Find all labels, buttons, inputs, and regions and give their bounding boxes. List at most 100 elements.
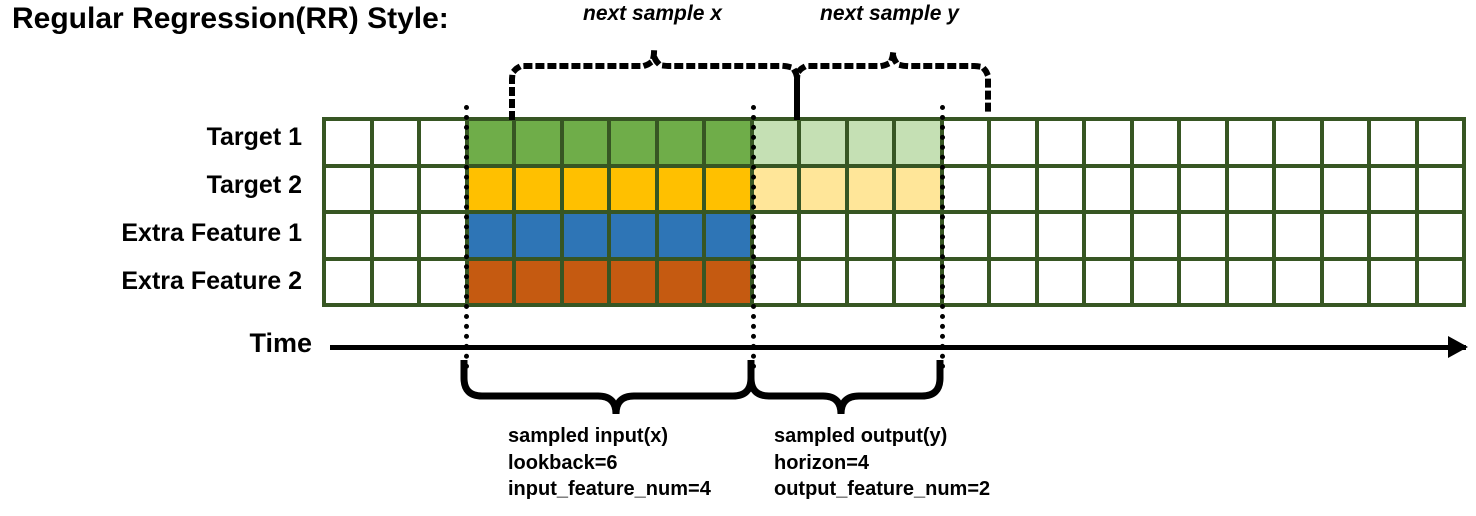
time-axis-line — [330, 345, 1466, 350]
grid-cell-input — [563, 260, 607, 303]
grid-cell-input — [658, 121, 702, 164]
caption-input-line2: lookback=6 — [508, 451, 618, 474]
grid-cell-empty — [373, 121, 417, 164]
page-title: Regular Regression(RR) Style: — [12, 2, 449, 35]
grid-cell-output — [801, 121, 845, 164]
grid-cell-input — [658, 260, 702, 303]
grid-cell-input — [516, 260, 560, 303]
time-axis-arrow-icon — [1448, 336, 1468, 358]
grid-cell-empty — [943, 260, 987, 303]
grid-cell-empty — [1228, 121, 1272, 164]
grid-cell-empty — [896, 214, 940, 257]
grid-cell-empty — [1228, 214, 1272, 257]
caption-sampled-output: sampled output(y) horizon=4 output_featu… — [774, 423, 990, 503]
grid-cell-empty — [373, 214, 417, 257]
grid-cell-input — [706, 260, 750, 303]
caption-input-line3: input_feature_num=4 — [508, 478, 711, 501]
grid-cell-output — [848, 167, 892, 210]
grid-cell-empty — [1133, 121, 1177, 164]
time-axis-label: Time — [249, 328, 312, 358]
row-label-extra-feature-1: Extra Feature 1 — [121, 219, 302, 247]
guide-line-output-end — [940, 105, 945, 369]
top-brace-next-sample-y — [794, 51, 991, 120]
bottom-brace-sampled-output — [747, 360, 944, 415]
grid-cell-empty — [326, 167, 370, 210]
grid-cell-input — [611, 260, 655, 303]
row-label-target-1: Target 1 — [206, 123, 302, 151]
grid-cell-input — [516, 167, 560, 210]
grid-cell-empty — [1276, 260, 1320, 303]
grid-cell-input — [468, 167, 512, 210]
grid-cell-input — [563, 121, 607, 164]
grid-cell-input — [706, 167, 750, 210]
grid-cell-empty — [848, 214, 892, 257]
grid-cell-empty — [1228, 260, 1272, 303]
grid-cell-output — [753, 121, 797, 164]
grid-cell-empty — [1276, 214, 1320, 257]
grid-cell-empty — [1181, 214, 1225, 257]
grid-cell-empty — [943, 214, 987, 257]
grid-cell-empty — [1323, 121, 1367, 164]
grid-cell-empty — [1418, 121, 1462, 164]
grid-cell-empty — [991, 260, 1035, 303]
next-sample-y-label: next sample y — [820, 2, 959, 25]
grid-cell-output — [896, 167, 940, 210]
grid-cell-input — [611, 214, 655, 257]
grid-cell-empty — [943, 167, 987, 210]
grid-cell-empty — [1371, 121, 1415, 164]
grid-cell-empty — [1323, 214, 1367, 257]
grid-cell-input — [658, 167, 702, 210]
caption-output-line2: horizon=4 — [774, 451, 870, 474]
grid-cell-empty — [326, 260, 370, 303]
grid-cell-input — [658, 214, 702, 257]
grid-cell-empty — [373, 260, 417, 303]
grid-cell-empty — [326, 214, 370, 257]
grid-cell-empty — [1086, 167, 1130, 210]
grid-cell-empty — [1371, 167, 1415, 210]
grid-cell-empty — [801, 214, 845, 257]
grid-cell-input — [468, 260, 512, 303]
grid-cell-empty — [1323, 167, 1367, 210]
grid-cell-empty — [896, 260, 940, 303]
grid-cell-empty — [753, 214, 797, 257]
grid-cell-empty — [421, 260, 465, 303]
caption-output-line3: output_feature_num=2 — [774, 478, 991, 501]
grid-cell-empty — [1181, 167, 1225, 210]
grid-cell-empty — [1418, 214, 1462, 257]
grid-cell-empty — [1086, 121, 1130, 164]
grid-cell-empty — [1371, 260, 1415, 303]
grid-cell-empty — [943, 121, 987, 164]
grid-cell-empty — [848, 260, 892, 303]
grid-cell-empty — [1276, 167, 1320, 210]
grid-cell-empty — [1181, 260, 1225, 303]
grid-cell-empty — [1133, 167, 1177, 210]
grid-cell-empty — [326, 121, 370, 164]
grid-cell-empty — [421, 121, 465, 164]
grid-cell-input — [611, 121, 655, 164]
grid-cell-empty — [421, 167, 465, 210]
grid-cell-empty — [1418, 260, 1462, 303]
grid-cell-output — [753, 167, 797, 210]
grid-cell-input — [468, 214, 512, 257]
caption-input-line1: sampled input(x) — [508, 425, 669, 447]
grid-cell-empty — [1323, 260, 1367, 303]
grid-cell-empty — [1038, 260, 1082, 303]
grid-cell-input — [563, 167, 607, 210]
guide-line-input-end — [751, 105, 756, 369]
grid-cell-empty — [1181, 121, 1225, 164]
grid-cell-empty — [373, 167, 417, 210]
grid-cell-input — [516, 121, 560, 164]
row-label-extra-feature-2: Extra Feature 2 — [121, 267, 302, 295]
grid-cell-empty — [1038, 121, 1082, 164]
grid-cell-output — [896, 121, 940, 164]
grid-cell-empty — [1133, 260, 1177, 303]
caption-output-line1: sampled output(y) — [774, 425, 948, 447]
grid-cell-empty — [1371, 214, 1415, 257]
grid-cell-empty — [1086, 214, 1130, 257]
grid-cell-empty — [1038, 167, 1082, 210]
grid-cell-empty — [991, 214, 1035, 257]
next-sample-x-label: next sample x — [583, 2, 722, 25]
grid-cell-input — [516, 214, 560, 257]
grid-cell-empty — [991, 167, 1035, 210]
